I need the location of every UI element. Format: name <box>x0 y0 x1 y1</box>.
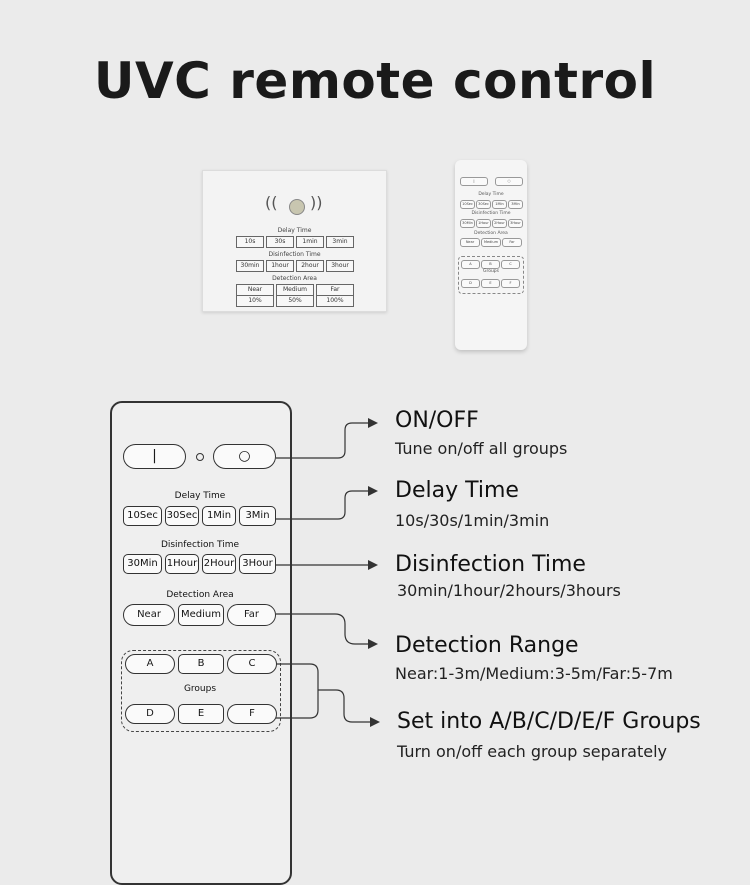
panel-disinfection-option[interactable]: 2hour <box>296 260 324 272</box>
mini-delay-option[interactable]: 1Min <box>492 200 507 209</box>
group-b-button[interactable]: B <box>178 654 224 674</box>
disinfection-label: Disinfection Time <box>160 540 240 550</box>
remote-outline <box>110 401 292 885</box>
disinfection-option-button[interactable]: 1Hour <box>165 554 199 574</box>
connector-groups <box>276 663 319 719</box>
group-a-button[interactable]: A <box>125 654 175 674</box>
mini-on-button[interactable]: | <box>460 177 488 186</box>
panel-disinfection-option[interactable]: 3hour <box>326 260 354 272</box>
panel-disinfection-label: Disinfection Time <box>268 251 321 258</box>
mini-disinfection-option[interactable]: 3Hour <box>508 219 523 228</box>
panel-detection-option[interactable]: Medium <box>276 284 314 296</box>
mini-group-button[interactable]: F <box>501 279 520 288</box>
delay-option-button[interactable]: 1Min <box>202 506 236 526</box>
detection-far-button[interactable]: Far <box>227 604 276 626</box>
arrow-disinfection-icon <box>368 560 378 570</box>
off-button[interactable]: ○ <box>213 444 276 469</box>
group-f-button[interactable]: F <box>227 704 277 724</box>
mini-group-button[interactable]: A <box>461 260 480 269</box>
mini-groups-box <box>458 256 524 294</box>
mini-off-button[interactable]: ○ <box>495 177 523 186</box>
mini-group-button[interactable]: D <box>461 279 480 288</box>
mini-detection-option[interactable]: Far <box>502 238 522 247</box>
callout-disinfection-heading: Disinfection Time <box>395 552 586 577</box>
disinfection-option-button[interactable]: 2Hour <box>202 554 236 574</box>
mini-disinfection-option[interactable]: 1Hour <box>476 219 491 228</box>
callout-delay-heading: Delay Time <box>395 478 519 503</box>
connector-onoff <box>276 422 370 459</box>
arrow-detection-icon <box>368 639 378 649</box>
page-title: UVC remote control <box>93 52 657 110</box>
mini-disinfection-label: Disinfection Time <box>471 211 511 216</box>
delay-label: Delay Time <box>174 491 226 501</box>
mini-disinfection-option[interactable]: 30Min <box>460 219 475 228</box>
mini-delay-option[interactable]: 30Sec <box>476 200 491 209</box>
wall-panel: (( )) Delay Time 10s 30s 1min 3min Disin… <box>202 170 387 312</box>
signal-right-icon: )) <box>310 193 323 212</box>
panel-delay-option[interactable]: 1min <box>296 236 324 248</box>
panel-disinfection-option[interactable]: 1hour <box>266 260 294 272</box>
panel-delay-option[interactable]: 10s <box>236 236 264 248</box>
groups-label: Groups <box>183 684 217 694</box>
callout-delay-desc: 10s/30s/1min/3min <box>395 511 550 530</box>
mini-detection-option[interactable]: Near <box>460 238 480 247</box>
on-button[interactable]: | <box>123 444 186 469</box>
group-d-button[interactable]: D <box>125 704 175 724</box>
delay-option-button[interactable]: 30Sec <box>165 506 199 526</box>
callout-disinfection-desc: 30min/1hour/2hours/3hours <box>397 581 621 600</box>
callout-detection-heading: Detection Range <box>395 633 579 658</box>
group-e-button[interactable]: E <box>178 704 224 724</box>
panel-delay-option[interactable]: 30s <box>266 236 294 248</box>
panel-delay-label: Delay Time <box>277 227 312 234</box>
mini-remote: | ○ Delay Time 10Sec 30Sec 1Min 3Min Dis… <box>455 160 527 350</box>
sensor-icon <box>289 199 305 215</box>
mini-groups-label: Groups <box>482 269 500 274</box>
callout-groups-heading: Set into A/B/C/D/E/F Groups <box>397 709 701 734</box>
callout-onoff-desc: Tune on/off all groups <box>395 439 568 458</box>
connector-groups-out <box>318 689 372 723</box>
callout-onoff-heading: ON/OFF <box>395 408 479 433</box>
callout-groups-desc: Turn on/off each group separately <box>397 742 668 761</box>
mini-group-button[interactable]: C <box>501 260 520 269</box>
detection-medium-button[interactable]: Medium <box>178 604 224 626</box>
arrow-delay-icon <box>368 486 378 496</box>
disinfection-option-button[interactable]: 30Min <box>123 554 162 574</box>
panel-detection-value: 10% <box>236 295 274 307</box>
panel-detection-label: Detection Area <box>272 275 317 282</box>
panel-detection-value: 50% <box>276 295 314 307</box>
connector-detection <box>276 613 370 645</box>
detection-near-button[interactable]: Near <box>123 604 175 626</box>
mini-detection-label: Detection Area <box>474 231 508 236</box>
panel-delay-option[interactable]: 3min <box>326 236 354 248</box>
connector-delay <box>276 490 370 520</box>
callout-detection-desc: Near:1-3m/Medium:3-5m/Far:5-7m <box>395 664 673 683</box>
mini-group-button[interactable]: E <box>481 279 500 288</box>
groups-box <box>121 650 281 732</box>
delay-option-button[interactable]: 10Sec <box>123 506 162 526</box>
arrow-onoff-icon <box>368 418 378 428</box>
indicator-led-icon <box>196 453 204 461</box>
mini-disinfection-option[interactable]: 2Hour <box>492 219 507 228</box>
disinfection-option-button[interactable]: 3Hour <box>239 554 276 574</box>
signal-left-icon: (( <box>265 193 278 212</box>
panel-disinfection-option[interactable]: 30min <box>236 260 264 272</box>
mini-delay-option[interactable]: 3Min <box>508 200 523 209</box>
mini-group-button[interactable]: B <box>481 260 500 269</box>
mini-delay-label: Delay Time <box>478 192 504 197</box>
mini-detection-option[interactable]: Medium <box>481 238 501 247</box>
detection-label: Detection Area <box>166 590 234 600</box>
mini-delay-option[interactable]: 10Sec <box>460 200 475 209</box>
delay-option-button[interactable]: 3Min <box>239 506 276 526</box>
arrow-groups-icon <box>370 717 380 727</box>
panel-detection-value: 100% <box>316 295 354 307</box>
